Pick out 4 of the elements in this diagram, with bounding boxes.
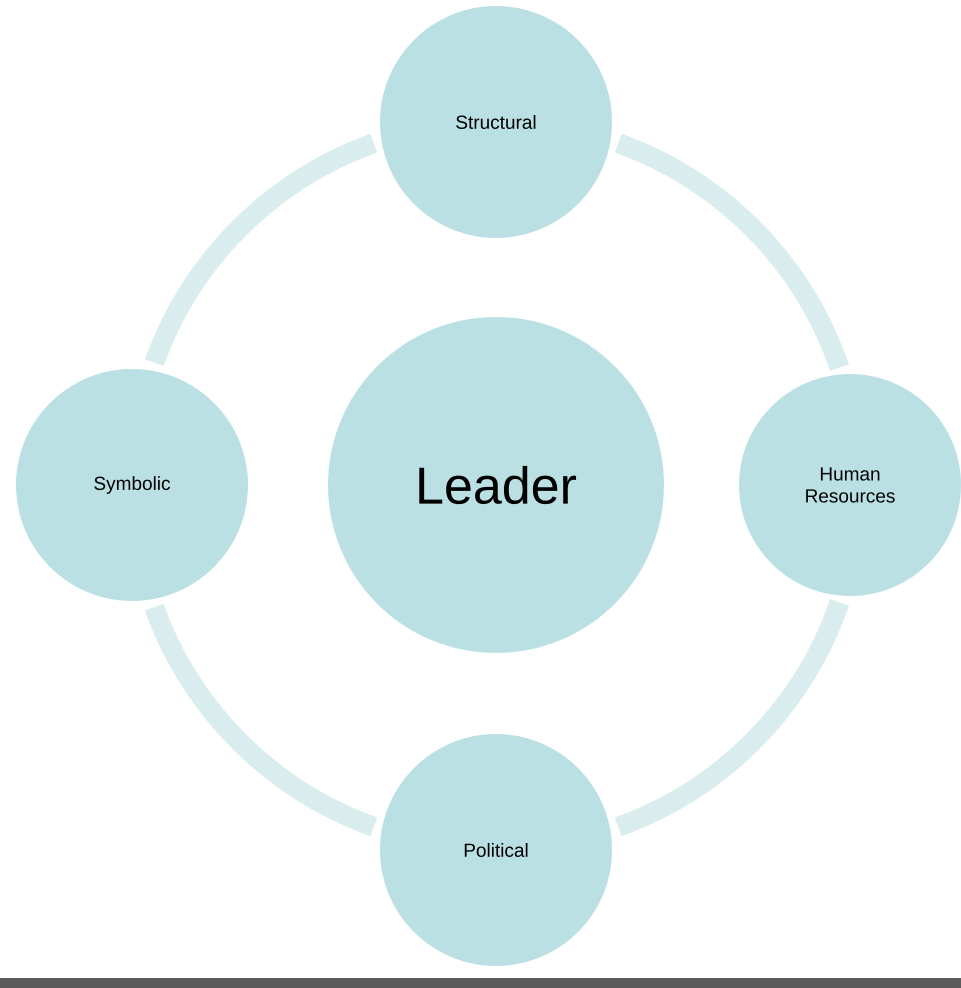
ring-segment [614,598,849,836]
ring-segment [144,134,378,367]
ring-segment [614,134,849,372]
ring-segment [144,603,378,836]
